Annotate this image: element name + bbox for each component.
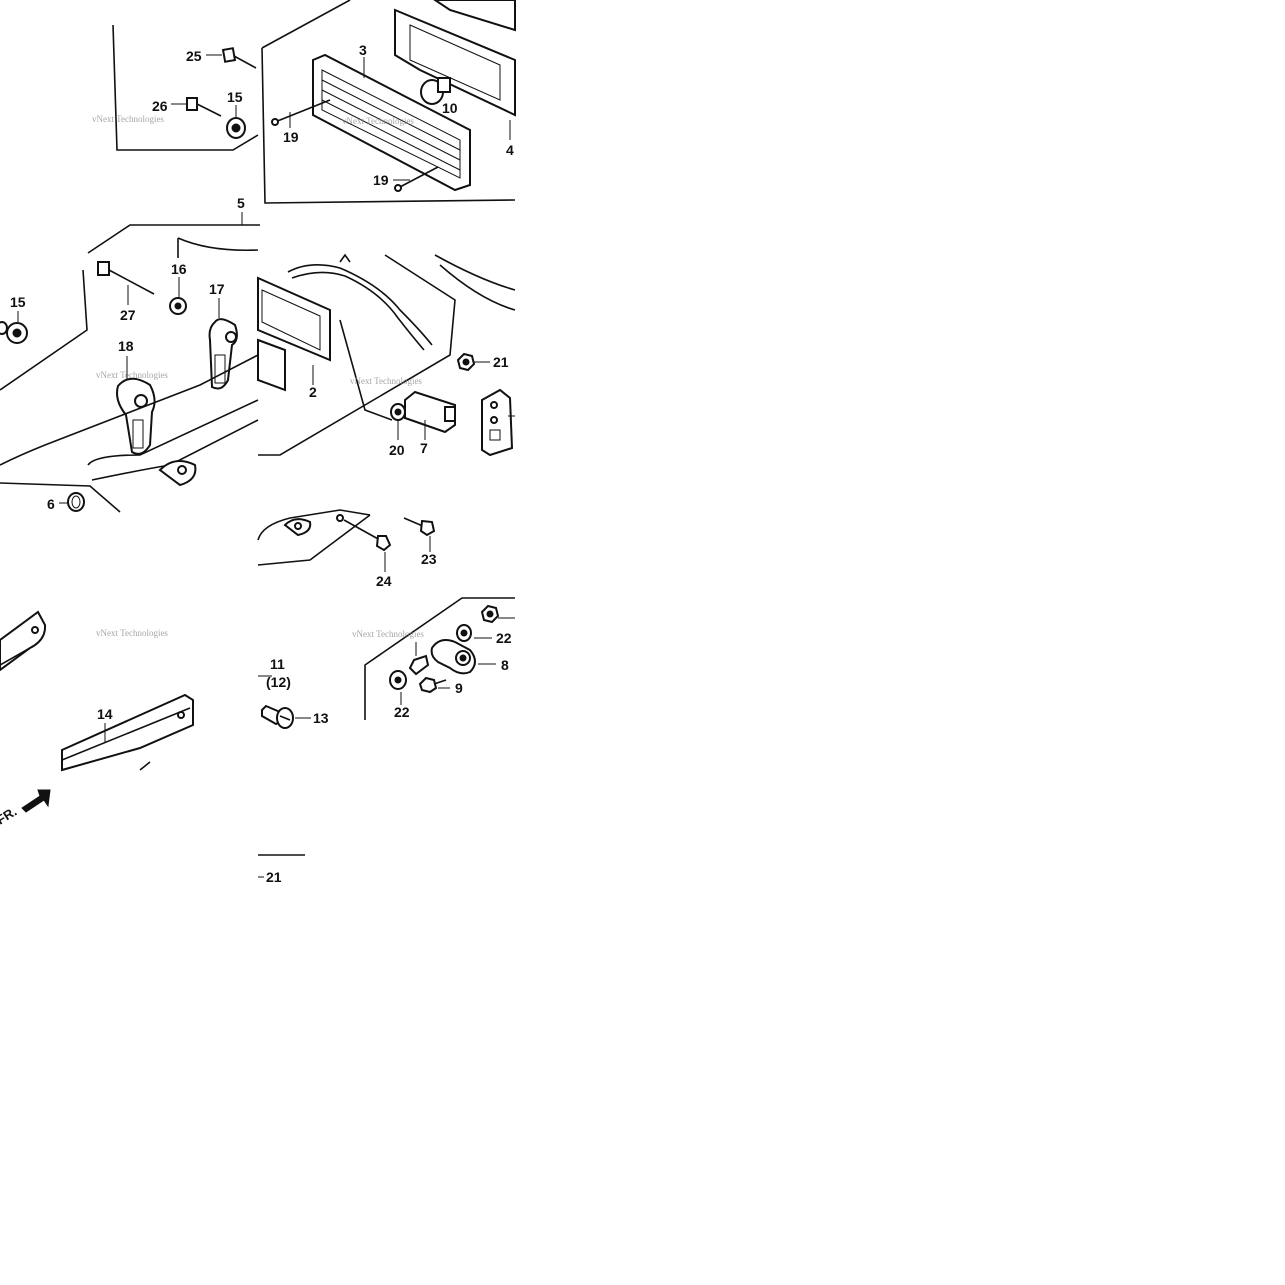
group-reflector xyxy=(258,675,311,729)
bulb-10 xyxy=(420,77,451,105)
group-frame-bolts xyxy=(257,509,436,572)
label-3: 3 xyxy=(359,42,367,58)
label-7: 7 xyxy=(420,440,428,456)
label-4: 4 xyxy=(506,142,514,158)
grommet-15-mid xyxy=(0,321,28,344)
label-22-upper: 22 xyxy=(496,630,512,646)
label-24: 24 xyxy=(376,573,392,589)
bolt-25 xyxy=(221,47,257,69)
label-18: 18 xyxy=(118,338,134,354)
label-2: 2 xyxy=(309,384,317,400)
group-mount-brackets: vNext Technologies xyxy=(0,237,259,487)
label-20: 20 xyxy=(389,442,405,458)
label-19-lower: 19 xyxy=(373,172,389,188)
label-17: 17 xyxy=(209,281,225,297)
clip-6 xyxy=(67,492,85,512)
watermark-text: vNext Technologies xyxy=(350,376,422,386)
label-12: (12) xyxy=(266,674,291,690)
part-number-labels: 25 26 15 3 10 19 19 4 5 15 27 16 17 18 2… xyxy=(10,42,514,885)
label-26: 26 xyxy=(152,98,168,114)
socket-7 xyxy=(404,390,456,434)
label-9: 9 xyxy=(455,680,463,696)
label-21-bottom: 21 xyxy=(266,869,282,885)
group-5-outline xyxy=(87,224,260,254)
group-fasteners-top-left: vNext Technologies xyxy=(92,24,259,151)
frame-edge xyxy=(0,482,121,513)
washer-20 xyxy=(390,403,406,421)
nut-21 xyxy=(456,352,476,372)
bolt-26 xyxy=(186,97,222,117)
side-bracket xyxy=(481,388,515,457)
label-10: 10 xyxy=(442,100,458,116)
label-23: 23 xyxy=(421,551,437,567)
label-27: 27 xyxy=(120,307,136,323)
front-marker-label: FR. xyxy=(0,804,19,828)
nut-top-right xyxy=(480,604,515,624)
bracket-18 xyxy=(116,377,156,455)
label-8: 8 xyxy=(501,657,509,673)
watermark-text: vNext Technologies xyxy=(96,370,168,380)
label-14: 14 xyxy=(97,706,113,722)
label-25: 25 xyxy=(186,48,202,64)
label-15-top: 15 xyxy=(227,89,243,105)
label-22-lower: 22 xyxy=(394,704,410,720)
group-taillight-lens: vNext Technologies xyxy=(261,0,516,204)
license-light-housing-2 xyxy=(257,276,331,392)
label-19-upper: 19 xyxy=(283,129,299,145)
bolt-27 xyxy=(97,261,155,295)
label-5: 5 xyxy=(237,195,245,211)
group-reflector-mount: vNext Technologies xyxy=(352,597,515,720)
label-21: 21 xyxy=(493,354,509,370)
collar-16 xyxy=(169,297,187,315)
screw-13 xyxy=(261,704,294,729)
watermark-text: vNext Technologies xyxy=(352,629,424,639)
watermark-text: vNext Technologies xyxy=(342,116,414,126)
label-15-mid: 15 xyxy=(10,294,26,310)
grommet-15-top xyxy=(226,117,246,139)
bracket-8 xyxy=(430,639,476,675)
bracket-17 xyxy=(208,318,238,390)
label-13: 13 xyxy=(313,710,329,726)
watermark-text: vNext Technologies xyxy=(92,114,164,124)
front-direction-arrow: FR. xyxy=(0,789,51,828)
taillight-housing-4 xyxy=(394,0,516,117)
group-license-light: vNext Technologies xyxy=(257,253,516,457)
label-6: 6 xyxy=(47,496,55,512)
label-16: 16 xyxy=(171,261,187,277)
group-lower-stay: vNext Technologies xyxy=(0,610,194,772)
watermark-text: vNext Technologies xyxy=(96,628,168,638)
label-11: 11 xyxy=(270,656,285,672)
taillight-lens-3 xyxy=(312,53,471,192)
